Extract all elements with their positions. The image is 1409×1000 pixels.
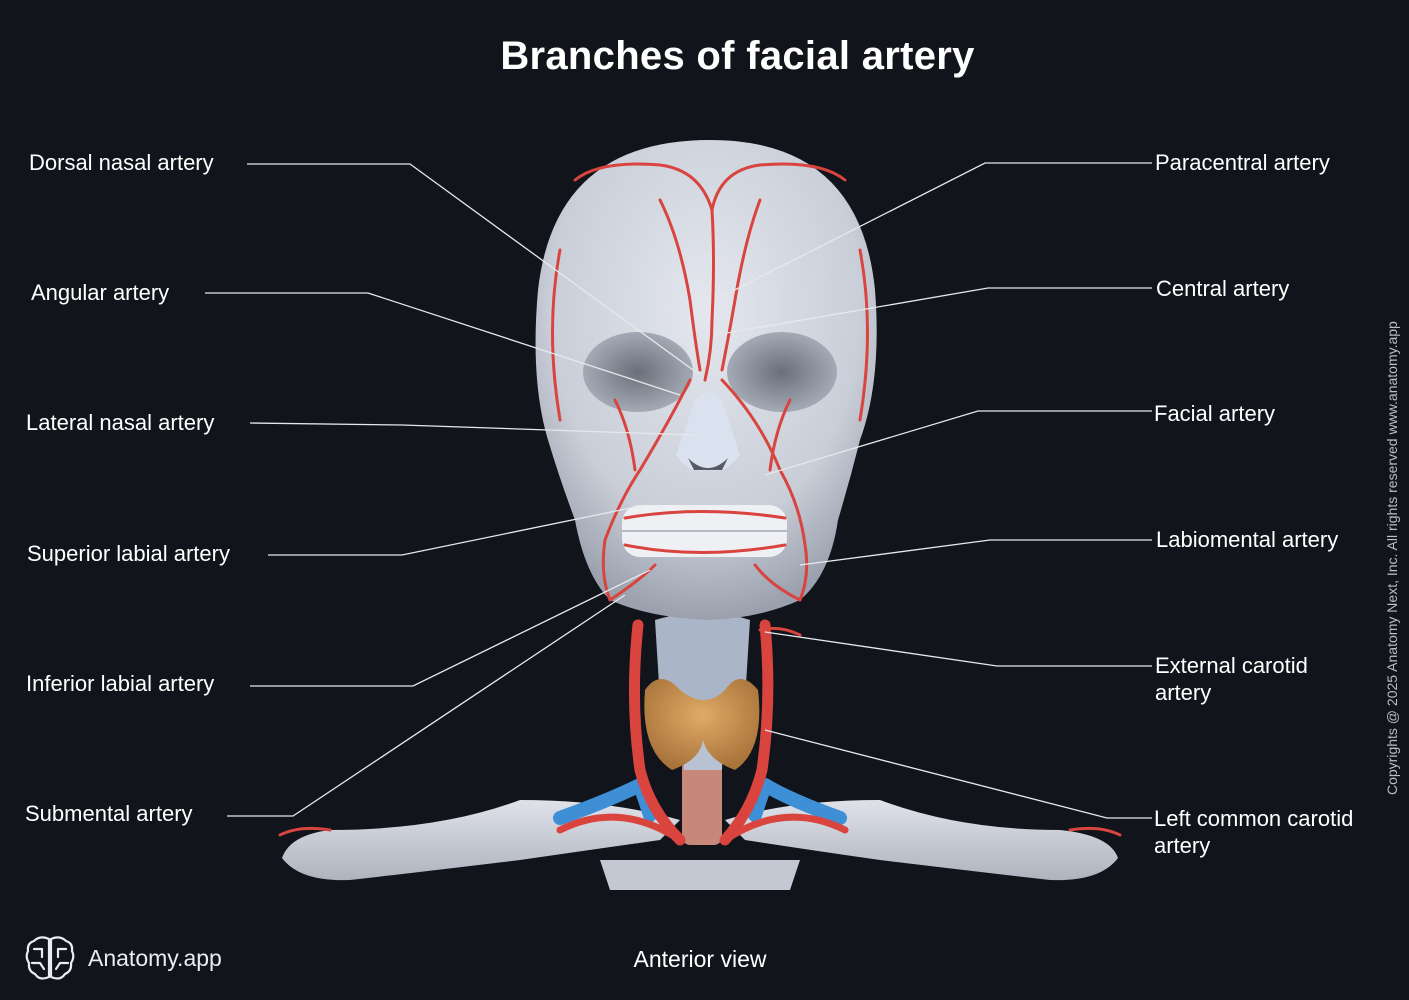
label-left-common-carotid-line2: artery bbox=[1154, 833, 1211, 858]
brain-logo-icon bbox=[25, 936, 75, 980]
label-central-artery: Central artery bbox=[1156, 276, 1290, 301]
label-external-carotid-line2: artery bbox=[1155, 680, 1212, 705]
right-orbit bbox=[583, 332, 693, 412]
label-left-common-carotid-line1: Left common carotid bbox=[1154, 806, 1354, 831]
carotid-arteries bbox=[556, 619, 849, 846]
facial-artery-branches bbox=[278, 162, 1122, 837]
diagram-title: Branches of facial artery bbox=[500, 34, 975, 78]
label-angular-artery: Angular artery bbox=[31, 280, 170, 305]
label-submental-artery: Submental artery bbox=[25, 801, 193, 826]
label-dorsal-nasal-artery: Dorsal nasal artery bbox=[29, 150, 214, 175]
left-orbit bbox=[727, 332, 837, 412]
leader-lines bbox=[205, 162, 1152, 819]
label-paracentral-artery: Paracentral artery bbox=[1155, 150, 1330, 175]
label-facial-artery: Facial artery bbox=[1154, 401, 1276, 426]
label-superior-labial-artery: Superior labial artery bbox=[27, 541, 230, 566]
label-labiomental-artery: Labiomental artery bbox=[1156, 527, 1339, 552]
label-lateral-nasal-artery: Lateral nasal artery bbox=[26, 410, 215, 435]
nasal-bones bbox=[676, 392, 740, 471]
copyright-notice: Copyrights @ 2025 Anatomy Next, Inc. All… bbox=[1384, 321, 1400, 795]
view-caption: Anterior view bbox=[633, 946, 767, 972]
brand-name: Anatomy.app bbox=[88, 944, 222, 971]
label-inferior-labial-artery: Inferior labial artery bbox=[26, 671, 215, 696]
label-external-carotid-line1: External carotid bbox=[1155, 653, 1308, 678]
thyroid-gland bbox=[644, 679, 760, 770]
label-left-common-carotid-artery: Left common carotid artery bbox=[1154, 805, 1353, 859]
brand[interactable]: Anatomy.app bbox=[24, 933, 222, 983]
label-external-carotid-artery: External carotid artery bbox=[1155, 652, 1308, 706]
